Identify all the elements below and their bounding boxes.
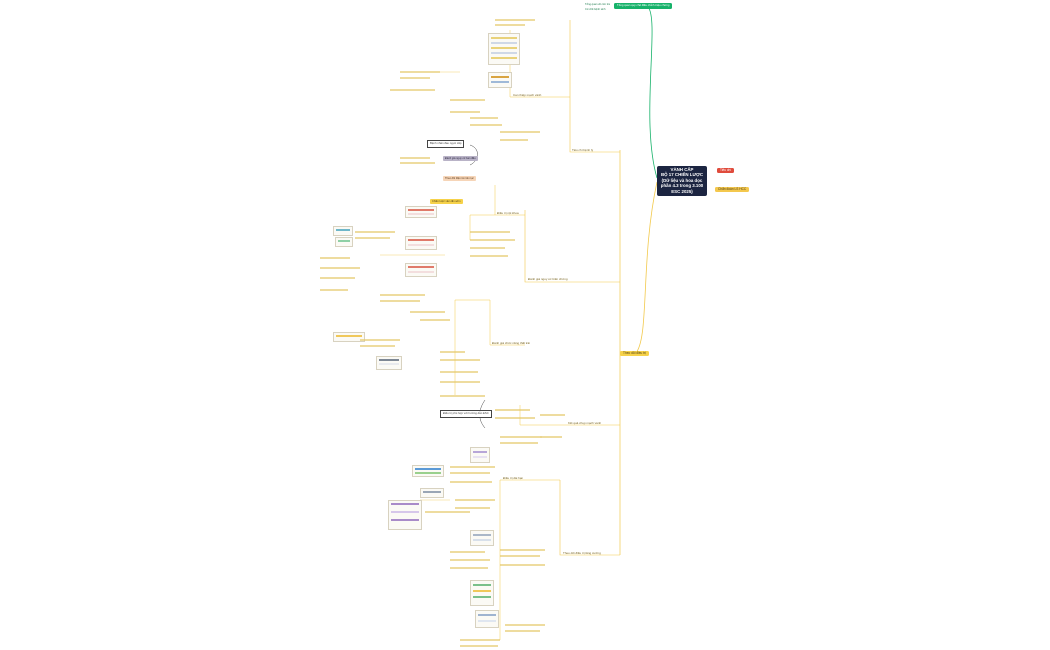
link-root-hub xyxy=(634,181,658,355)
link-dark-curve-2 xyxy=(469,144,478,166)
root-line-2: BỘ 17 CHIẾN LƯỢC xyxy=(660,172,704,178)
figure-thumbnail-5[interactable] xyxy=(405,263,437,277)
link-branch-5 xyxy=(454,299,490,395)
figure-thumbnail-6[interactable] xyxy=(333,226,353,236)
figure-thumbnail-4[interactable] xyxy=(405,236,437,250)
section-criteria[interactable]: Tiêu chí bệnh lý xyxy=(572,148,594,152)
section-lv-function[interactable]: Đánh giá chức năng thất trái xyxy=(492,341,530,345)
top-small-1[interactable]: Tổng quan về cơn tim xyxy=(585,3,611,6)
link-branch-3 xyxy=(489,300,525,346)
section-angiography[interactable]: Kết quả chụp mạch vành xyxy=(568,421,602,425)
top-small-2[interactable]: Cơ chế bệnh sinh xyxy=(585,8,606,11)
root-node[interactable]: VÀNH CẤP BỘ 17 CHIẾN LƯỢC (Dữ liệu và ho… xyxy=(657,166,707,196)
risk-assessment-box[interactable]: Đánh giá nguy cơ ban đầu xyxy=(443,156,478,162)
figure-thumbnail-13[interactable] xyxy=(470,580,494,606)
note-esc-treatment[interactable]: Điều trị phù hợp với hướng dẫn ESC xyxy=(440,410,492,418)
figure-thumbnail-14[interactable] xyxy=(475,610,499,628)
link-sec-d xyxy=(559,480,620,556)
figure-thumbnail-8[interactable] xyxy=(470,447,490,463)
figure-thumbnail-16[interactable] xyxy=(333,332,365,342)
figure-thumbnail-15[interactable] xyxy=(376,356,402,370)
diagnosis-badge[interactable]: Chẩn đoán LS HCC xyxy=(715,187,750,192)
ecg-monitoring-box[interactable]: Theo dõi điện tim liên tục xyxy=(443,176,476,182)
figure-thumbnail-2[interactable] xyxy=(488,72,512,88)
note-chest-pain[interactable]: Bệnh nhân đau ngực cấp xyxy=(427,140,465,148)
figure-thumbnail-10[interactable] xyxy=(420,488,444,498)
figure-thumbnail-1[interactable] xyxy=(488,33,520,65)
section-long-term[interactable]: Điều trị dài hạn xyxy=(503,476,524,480)
link-sec-b xyxy=(524,210,620,283)
treatment-hub[interactable]: Theo dõi điều trị xyxy=(620,351,649,356)
criteria-badge[interactable]: Tiêu chí xyxy=(717,168,735,173)
section-medical[interactable]: Điều trị nội khoa xyxy=(497,211,519,215)
root-line-5: ESC 2025) xyxy=(671,188,693,194)
invasive-strategy-box[interactable]: Chiến lược xâm lấn sớm xyxy=(430,199,463,205)
figure-thumbnail-11[interactable] xyxy=(388,500,422,530)
link-sec-a xyxy=(569,20,620,153)
root-line-4: phần 4.3 trong 3.100 xyxy=(660,183,704,189)
section-intensive[interactable]: Theo dõi điều trị tăng cường xyxy=(563,551,601,555)
figure-thumbnail-9[interactable] xyxy=(412,465,444,477)
figure-thumbnail-7[interactable] xyxy=(335,237,353,247)
link-root-green xyxy=(647,6,658,179)
section-risk[interactable]: Đánh giá nguy cơ biến chứng xyxy=(528,277,568,281)
section-intervention[interactable]: Can thiệp mạch vành xyxy=(513,93,542,97)
root-line-1: VÀNH CẤP xyxy=(670,167,694,172)
link-branch-7 xyxy=(519,405,565,426)
root-line-3: (Dữ liệu và hoa dọc xyxy=(661,177,703,183)
figure-thumbnail-12[interactable] xyxy=(470,530,494,546)
figure-thumbnail-3[interactable] xyxy=(405,206,437,218)
overview-green-node[interactable]: Tổng quan quy chế điều chỉnh triệu chứng xyxy=(614,3,673,9)
link-branch-6 xyxy=(499,479,560,640)
